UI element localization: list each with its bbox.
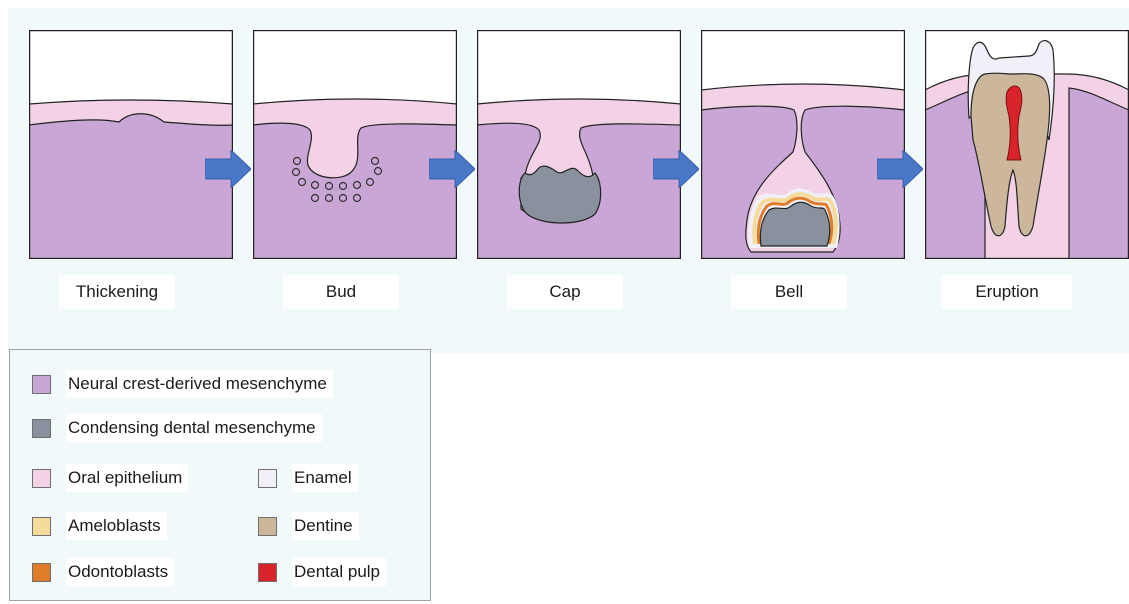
arrow-right-icon	[877, 150, 923, 188]
legend-label: Odontoblasts	[66, 558, 174, 586]
arrow-right-icon	[429, 150, 475, 188]
legend-item-neural-crest-mesenchyme: Neural crest-derived mesenchyme	[32, 370, 333, 398]
legend-item-oral-epithelium: Oral epithelium	[32, 464, 188, 492]
arrow-right-icon	[205, 150, 251, 188]
legend-swatch	[258, 517, 277, 536]
legend-swatch	[258, 469, 277, 488]
stage-label-bud: Bud	[283, 275, 399, 309]
legend-swatch	[32, 517, 51, 536]
legend-swatch	[32, 375, 51, 394]
legend-swatch	[32, 419, 51, 438]
stage-bud-illustration	[253, 30, 457, 259]
legend-swatch	[32, 469, 51, 488]
legend-label: Enamel	[292, 464, 358, 492]
legend-item-odontoblasts: Odontoblasts	[32, 558, 174, 586]
legend-label: Dentine	[292, 512, 359, 540]
legend-label: Ameloblasts	[66, 512, 167, 540]
stage-label-thickening: Thickening	[59, 275, 175, 309]
stage-label-eruption: Eruption	[942, 275, 1072, 309]
stage-bell-illustration	[701, 30, 905, 259]
legend-label: Dental pulp	[292, 558, 386, 586]
stage-eruption-illustration	[925, 30, 1129, 259]
legend-swatch	[32, 563, 51, 582]
stage-label-cap: Cap	[507, 275, 623, 309]
legend-label: Neural crest-derived mesenchyme	[66, 370, 333, 398]
legend-item-dental-pulp: Dental pulp	[258, 558, 386, 586]
arrow-right-icon	[653, 150, 699, 188]
stage-thickening-illustration	[29, 30, 233, 259]
legend-swatch	[258, 563, 277, 582]
stage-cap-illustration	[477, 30, 681, 259]
legend-item-condensing-mesenchyme: Condensing dental mesenchyme	[32, 414, 322, 442]
legend-item-ameloblasts: Ameloblasts	[32, 512, 167, 540]
legend-label: Condensing dental mesenchyme	[66, 414, 322, 442]
legend-label: Oral epithelium	[66, 464, 188, 492]
legend-item-dentine: Dentine	[258, 512, 359, 540]
legend: Neural crest-derived mesenchyme Condensi…	[9, 349, 431, 601]
legend-item-enamel: Enamel	[258, 464, 358, 492]
stage-label-bell: Bell	[731, 275, 847, 309]
